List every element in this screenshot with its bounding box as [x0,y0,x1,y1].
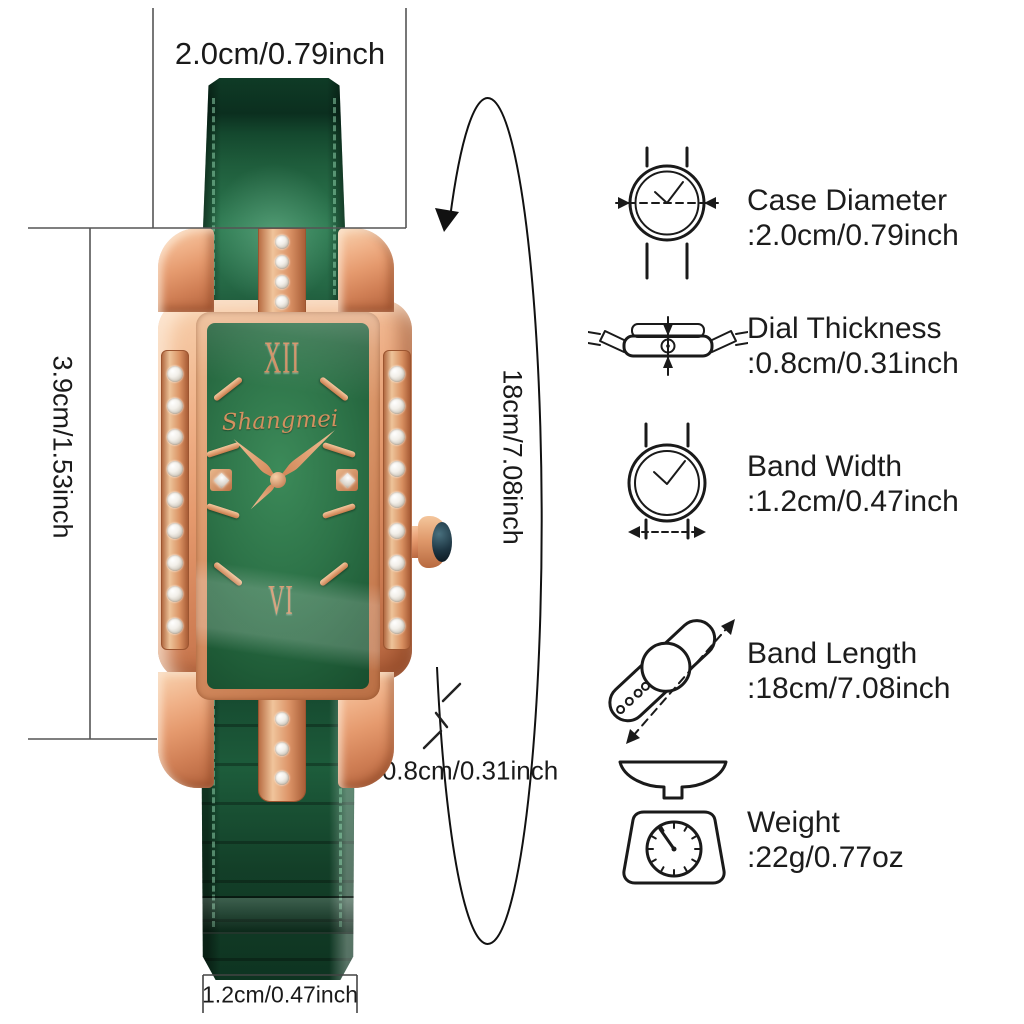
crown-cabochon [432,522,452,562]
case-lug [338,228,394,312]
watch-photo: XII VI Shangmei [140,60,480,1010]
strap-stitching [212,98,215,295]
weight-icon [618,760,728,885]
diamond-strip-top [258,228,306,316]
spec-dial-thickness: Dial Thickness :0.8cm/0.31inch [747,311,959,381]
hour-marker [318,376,350,402]
brand-logo: Shangmei [221,405,339,437]
diamond-column-left [161,350,189,650]
strap-stitching [212,699,215,928]
spec-label: Case Diameter [747,184,948,217]
diamond-marker-3 [336,469,358,491]
numeral-12: XII [263,331,301,383]
hour-marker [321,502,357,520]
spec-case-diameter: Case Diameter :2.0cm/0.79inch [747,183,959,253]
strap-keeper-loop [201,896,355,934]
strap-stitching [339,699,342,928]
dial-bezel: XII VI Shangmei [196,312,380,700]
band-width-icon [627,422,707,540]
dial-thickness-icon [588,316,748,376]
case-lug [158,228,214,312]
dim-band-width: 1.2cm/0.47inch [202,981,358,1008]
spec-value: :0.8cm/0.31inch [747,347,959,380]
spec-label: Band Length [747,637,918,670]
spec-label: Band Width [747,450,903,483]
hour-marker [318,561,350,587]
spec-label: Dial Thickness [747,312,942,345]
hour-marker [207,441,241,459]
band-length-icon [608,619,735,744]
diamond-marker-9 [210,469,232,491]
spec-weight: Weight :22g/0.77oz [747,805,904,875]
dim-case-length: 3.9cm/1.53inch [47,355,78,539]
dim-band-loop: 18cm/7.08inch [497,369,528,545]
spec-value: :18cm/7.08inch [747,672,951,705]
diamond-column-right [383,350,411,650]
hands-pivot [270,472,286,488]
spec-band-length: Band Length :18cm/7.08inch [747,636,950,706]
hour-marker [212,561,244,587]
strap-stitching [333,98,336,295]
spec-value: :2.0cm/0.79inch [747,219,959,252]
hour-marker [207,502,241,520]
case-diameter-icon [615,146,719,280]
dim-top-width: 2.0cm/0.79inch [174,36,386,71]
spec-label: Weight [747,806,840,839]
spec-band-width: Band Width :1.2cm/0.47inch [747,449,959,519]
hour-marker [321,441,357,459]
spec-value: :22g/0.77oz [747,841,904,874]
hour-marker [212,376,244,402]
watch-dial: XII VI Shangmei [207,323,369,689]
numeral-6: VI [268,578,294,625]
spec-value: :1.2cm/0.47inch [747,485,959,518]
